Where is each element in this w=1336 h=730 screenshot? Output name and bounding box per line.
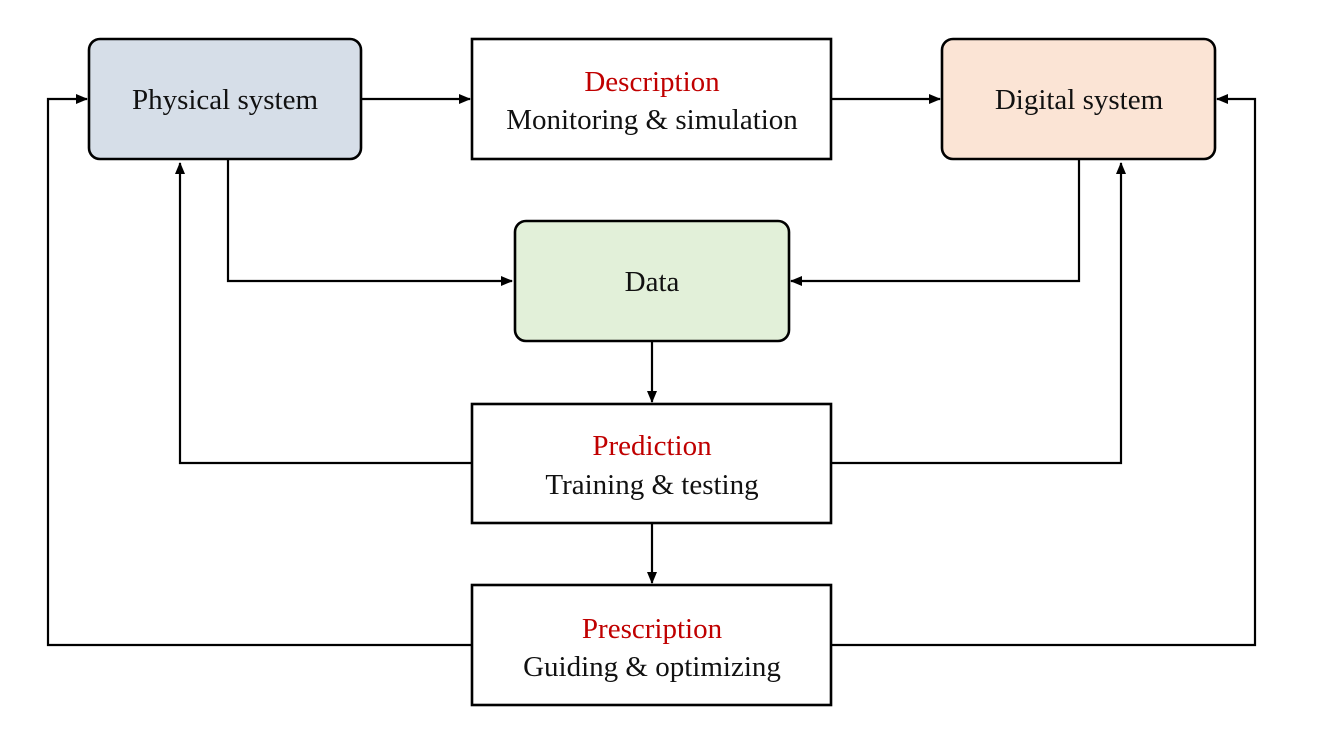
edge-prescription-to-physical [46,94,472,647]
digital-system-node: Digital system [940,37,1217,161]
description-node: Description Monitoring & simulation [470,37,833,161]
description-subtitle: Monitoring & simulation [506,104,798,136]
edge-physical-to-data [226,160,513,286]
physical-system-node: Physical system [87,37,363,161]
digital-system-label: Digital system [995,84,1164,116]
edge-prescription-to-digital [832,94,1257,647]
prescription-title: Prescription [582,613,723,645]
edge-prediction-to-digital [832,162,1126,465]
prediction-title: Prediction [592,430,712,462]
prediction-node: Prediction Training & testing [470,402,833,525]
data-node: Data [513,219,791,343]
prescription-subtitle: Guiding & optimizing [523,651,781,683]
edge-prediction-to-physical [175,162,472,465]
data-label: Data [625,266,680,298]
description-title: Description [584,66,720,98]
physical-system-label: Physical system [132,84,319,116]
edge-digital-to-data [790,160,1081,286]
prediction-subtitle: Training & testing [545,469,758,501]
prescription-node: Prescription Guiding & optimizing [470,583,833,707]
